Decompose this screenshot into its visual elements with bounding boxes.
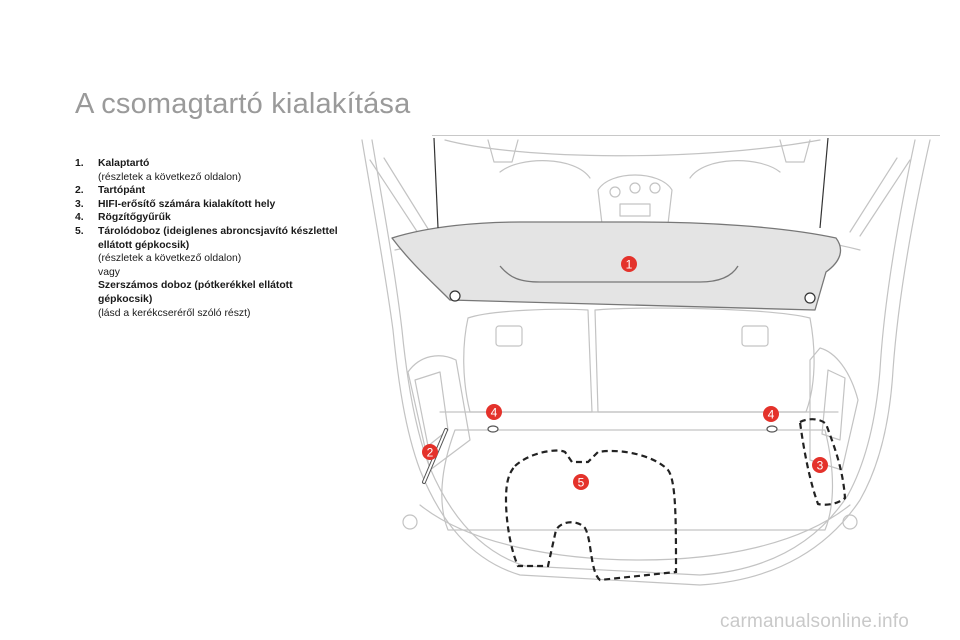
callout-5: 5 — [573, 474, 589, 490]
legend-label: HIFI-erősítő számára kialakított hely — [98, 198, 276, 210]
legend-item-5: 5. Tárolódoboz (ideiglenes abroncsjavító… — [75, 225, 345, 320]
watermark-text: carmanualsonline.info — [720, 611, 910, 632]
legend-note: (részletek a következő oldalon) — [98, 171, 242, 183]
legend-label-alt: Szerszámos doboz (pótkerékkel ellátott g… — [98, 280, 293, 305]
legend-note: (lásd a kerékcseréről szóló részt) — [98, 307, 251, 319]
legend-number: 3. — [75, 198, 84, 210]
legend-list: 1. Kalaptartó (részletek a következő old… — [75, 157, 345, 320]
legend-number: 4. — [75, 212, 84, 224]
svg-text:2: 2 — [427, 446, 434, 460]
legend-conjunction: vagy — [98, 266, 120, 278]
legend-item-1: 1. Kalaptartó (részletek a következő old… — [75, 157, 345, 184]
svg-text:5: 5 — [578, 476, 585, 490]
legend-number: 5. — [75, 225, 84, 237]
legend-note: (részletek a következő oldalon) — [98, 253, 242, 265]
legend-item-2: 2. Tartópánt — [75, 184, 345, 198]
svg-text:4: 4 — [768, 408, 775, 422]
callout-4-left: 4 — [486, 404, 502, 420]
trunk-illustration: 1 2 3 4 4 5 — [361, 137, 931, 586]
legend-label: Rögzítőgyűrűk — [98, 212, 171, 224]
legend-item-4: 4. Rögzítőgyűrűk — [75, 211, 345, 225]
legend-label: Kalaptartó — [98, 158, 150, 169]
legend-number: 2. — [75, 185, 84, 197]
legend-label: Tartópánt — [98, 185, 146, 197]
title-divider — [432, 135, 940, 136]
svg-text:4: 4 — [491, 406, 498, 420]
callout-4-right: 4 — [763, 406, 779, 422]
legend-number: 1. — [75, 158, 84, 169]
svg-text:3: 3 — [817, 459, 824, 473]
svg-text:1: 1 — [626, 258, 633, 272]
page-title: A csomagtartó kialakítása — [75, 88, 411, 120]
callout-3: 3 — [812, 457, 828, 473]
legend-label: Tárolódoboz (ideiglenes abroncsjavító ké… — [98, 225, 338, 251]
callout-1: 1 — [621, 256, 637, 272]
legend-item-3: 3. HIFI-erősítő számára kialakított hely — [75, 198, 345, 212]
callout-2: 2 — [422, 444, 438, 460]
